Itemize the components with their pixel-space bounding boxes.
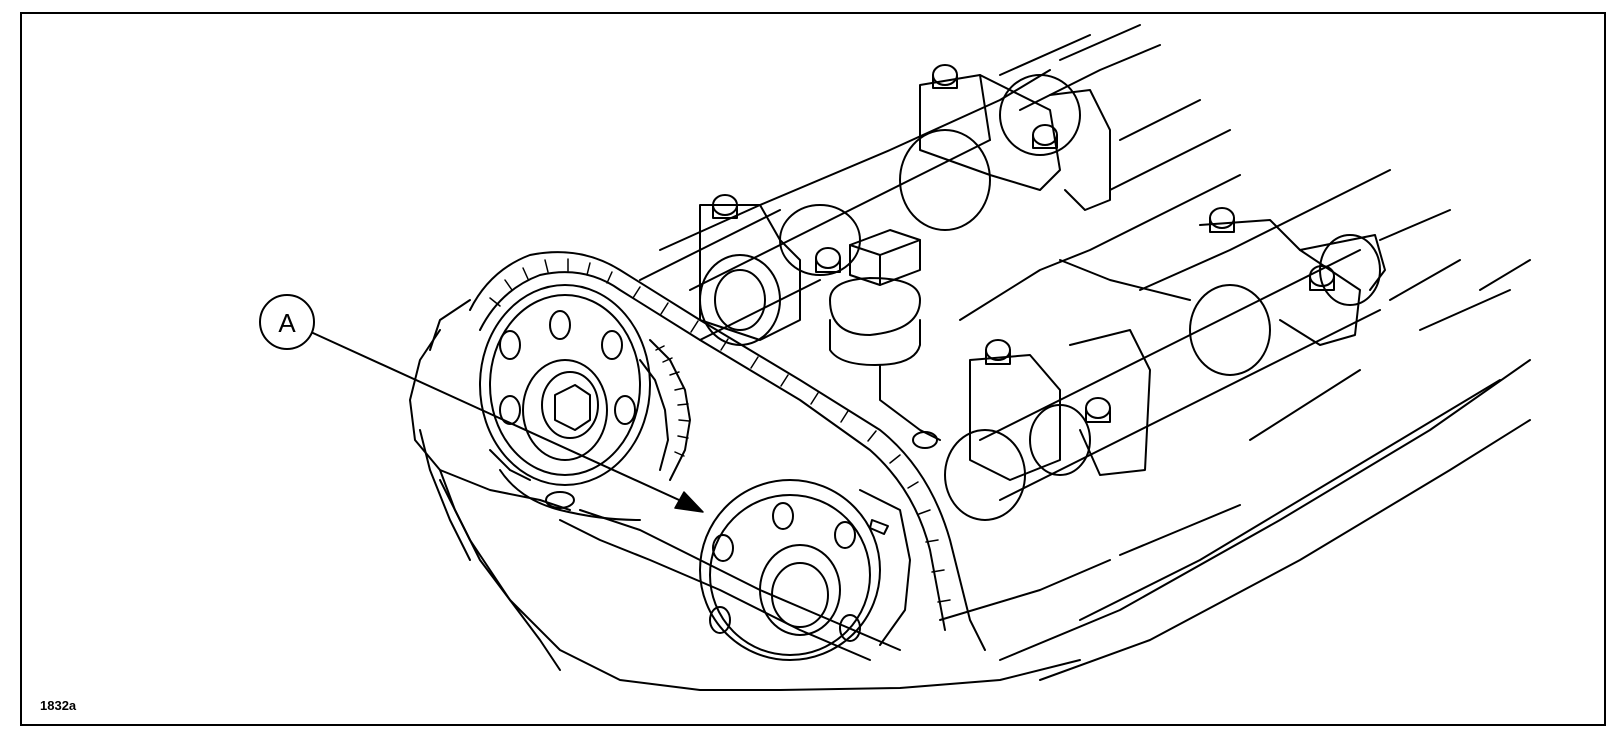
- cam-sensor-block: [829, 229, 941, 449]
- callout-a-label: A: [278, 308, 296, 338]
- lower-camshaft: [944, 207, 1386, 521]
- head-mounting-lug: [439, 449, 641, 671]
- upper-camshaft: [689, 64, 1111, 346]
- right-camshaft-sprocket: [699, 479, 911, 661]
- cylinder-head: [409, 24, 1531, 691]
- figure-id-label: 1832a: [40, 698, 77, 713]
- callout-a-leader: [312, 332, 691, 506]
- callout-a: A: [259, 294, 704, 513]
- figure-frame: [20, 12, 1606, 726]
- left-camshaft-sprocket: [479, 284, 691, 486]
- callout-a-arrowhead: [674, 491, 704, 513]
- timing-chain: [469, 251, 986, 651]
- callout-a-circle: [259, 294, 315, 350]
